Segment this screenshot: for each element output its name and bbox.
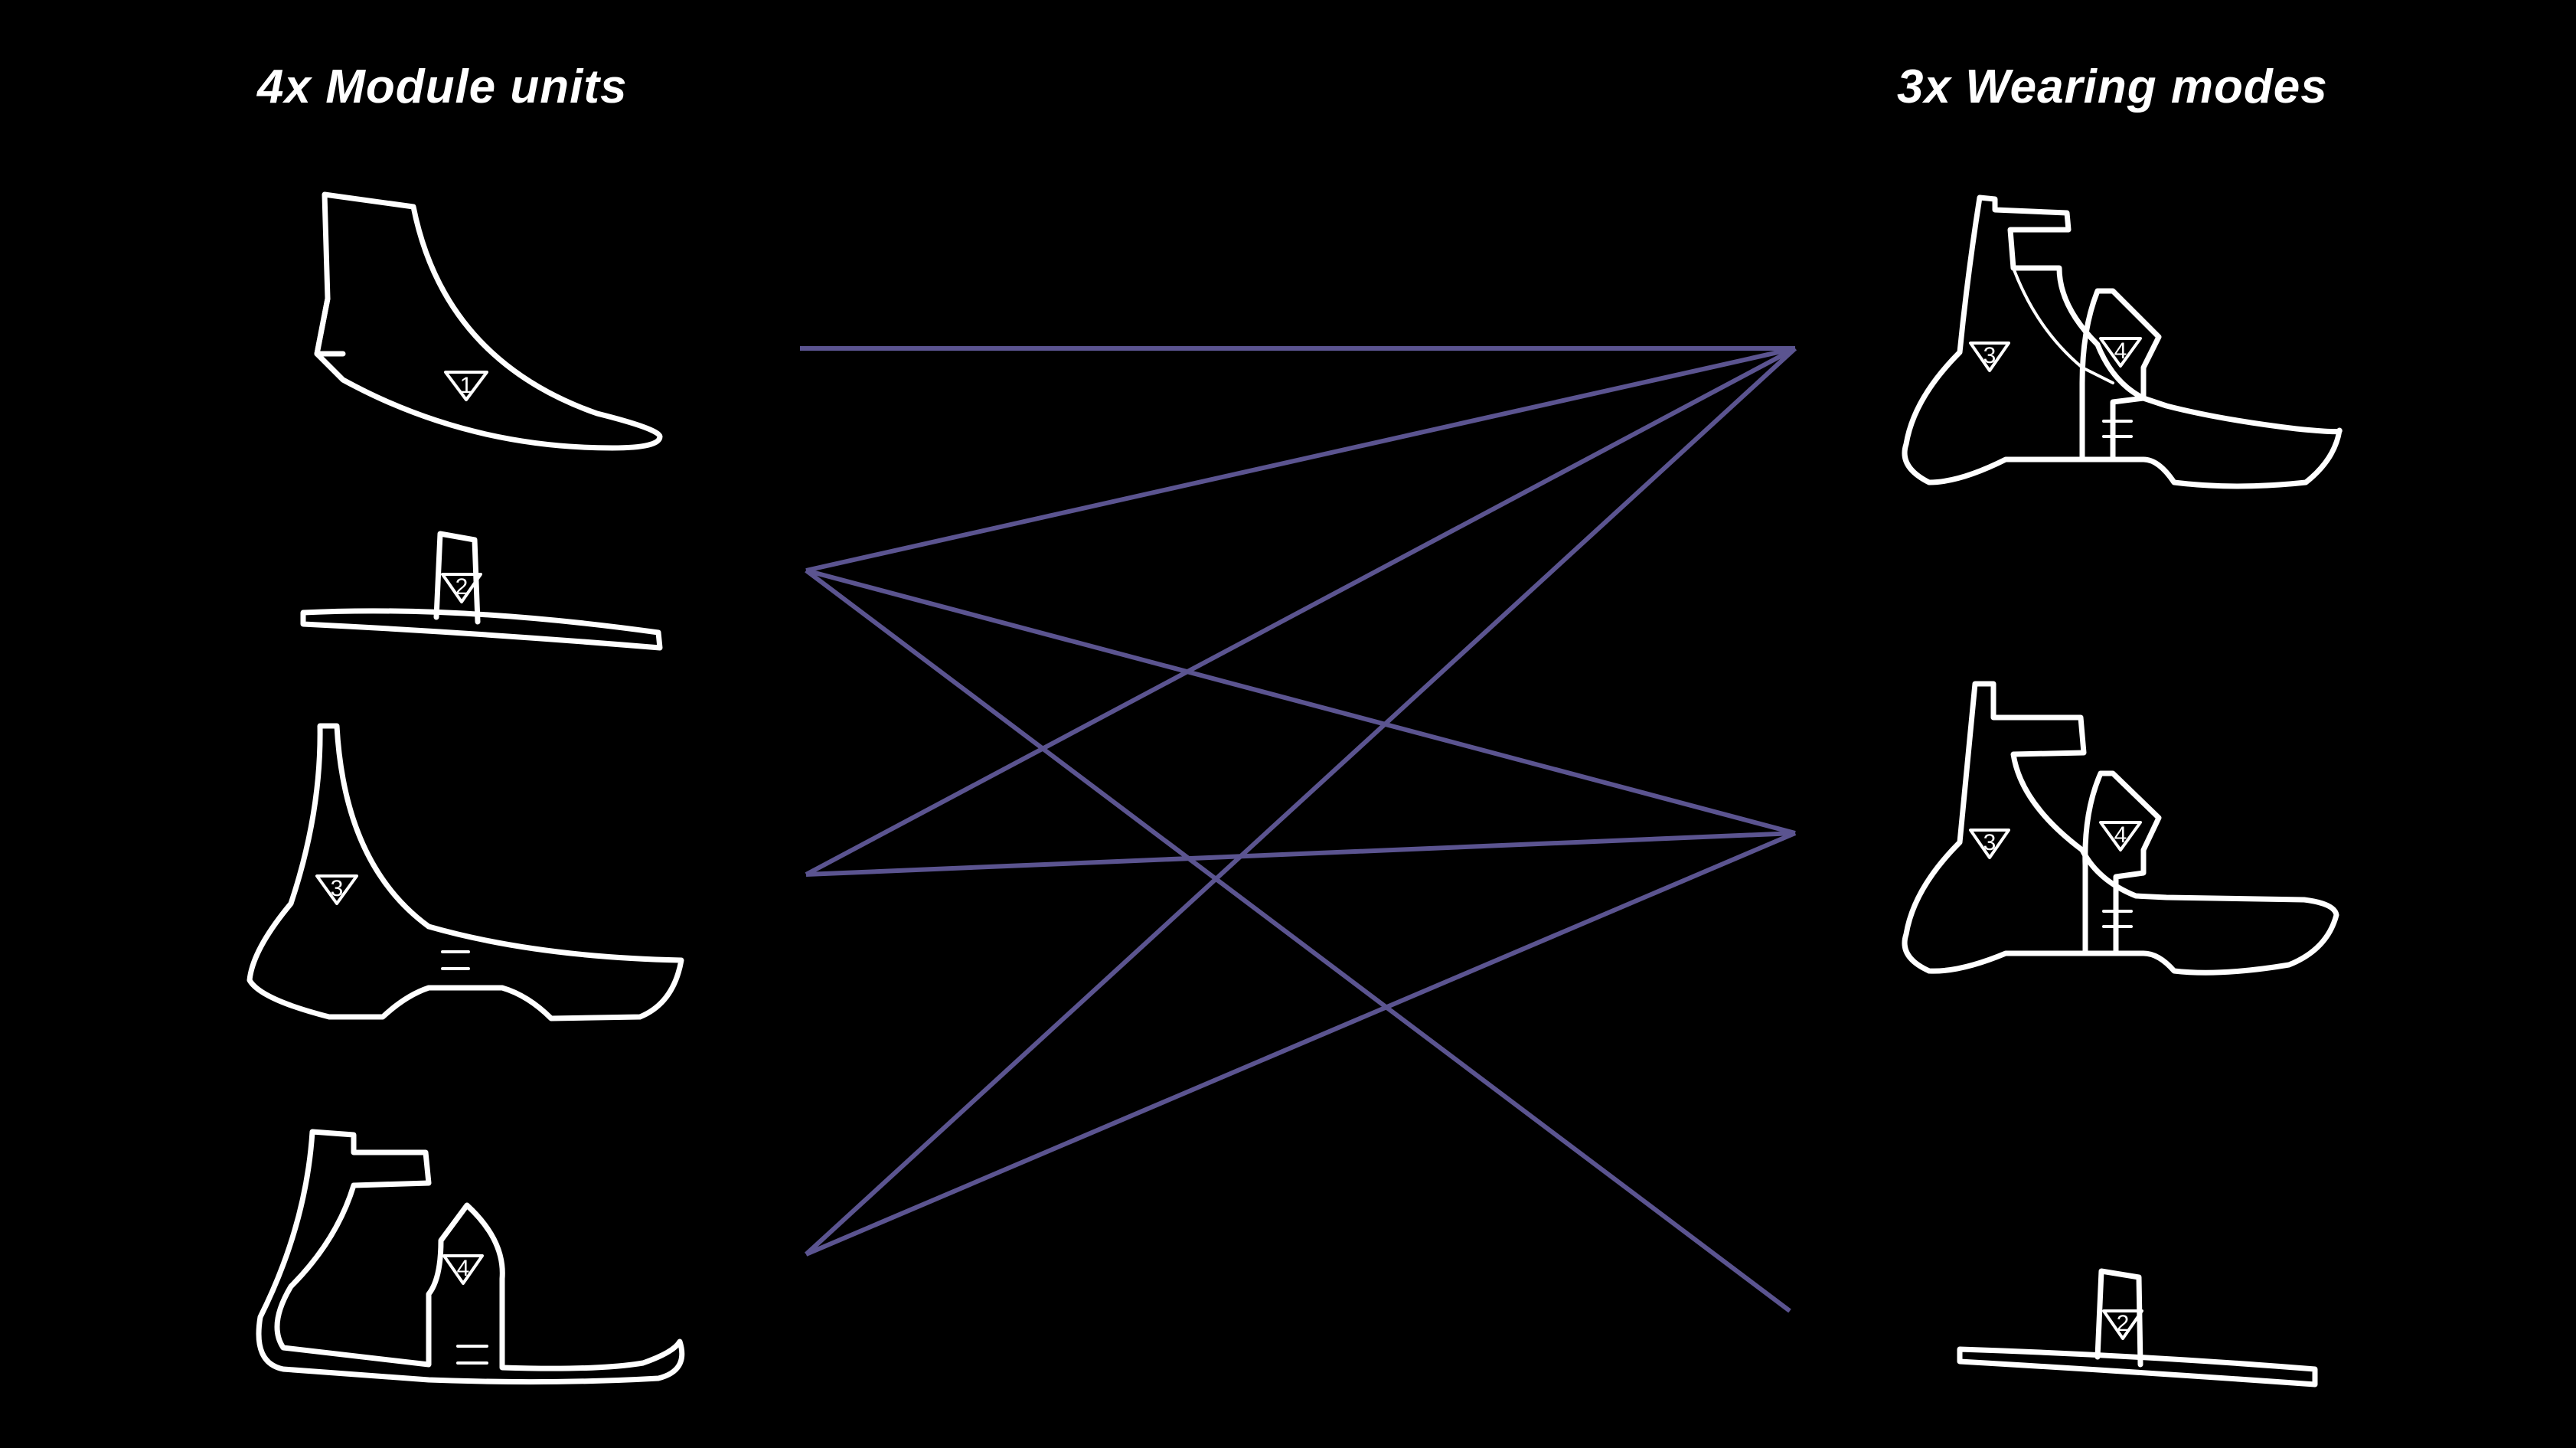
module-1-number: 1 (460, 373, 473, 398)
module-4-number: 4 (457, 1256, 470, 1281)
module-3-badge-icon (315, 874, 358, 905)
module-2-number: 2 (455, 574, 469, 600)
mode-1-number-b: 4 (2114, 338, 2127, 364)
wearing-modes-heading: 3x Wearing modes (1897, 60, 2328, 113)
wearing-mode-1: 3 4 (1902, 194, 2343, 489)
connector-module-2-to-mode-3 (805, 568, 1791, 1313)
connector-module-4-to-mode-2 (805, 831, 1797, 1257)
mode-3-badge-icon (2102, 1309, 2143, 1340)
module-unit-3: 3 (246, 723, 684, 1021)
connector-module-3-to-mode-2 (805, 831, 1796, 877)
wearing-mode-3: 2 (1957, 1268, 2318, 1388)
mode-3-number: 2 (2117, 1311, 2130, 1336)
mode-2-number-b: 4 (2114, 822, 2127, 848)
connector-module-4-to-mode-1 (804, 346, 1797, 1257)
module-3-number: 3 (331, 876, 344, 901)
connector-module-2-to-mode-2 (805, 568, 1796, 835)
wearing-mode-2: 3 4 (1902, 681, 2339, 976)
connector-module-3-to-mode-1 (805, 346, 1797, 877)
module-unit-1: 1 (314, 191, 663, 451)
connector-module-2-to-mode-1 (805, 346, 1796, 573)
module-units-heading: 4x Module units (257, 60, 628, 113)
mode-2-badge-a-icon (1969, 829, 2010, 859)
mode-2-number-a: 3 (1983, 830, 1996, 855)
module-unit-4: 4 (256, 1129, 685, 1385)
module-1-badge-icon (444, 371, 488, 401)
module-2-badge-icon (441, 573, 482, 603)
mode-1-number-a: 3 (1983, 343, 1996, 368)
module-unit-2: 2 (300, 531, 663, 651)
mode-2-badge-b-icon (2099, 821, 2142, 851)
mode-1-badge-b-icon (2099, 337, 2142, 368)
mode-1-badge-a-icon (1969, 342, 2010, 372)
connector-lines (800, 346, 1797, 1313)
module-4-badge-icon (442, 1254, 484, 1285)
